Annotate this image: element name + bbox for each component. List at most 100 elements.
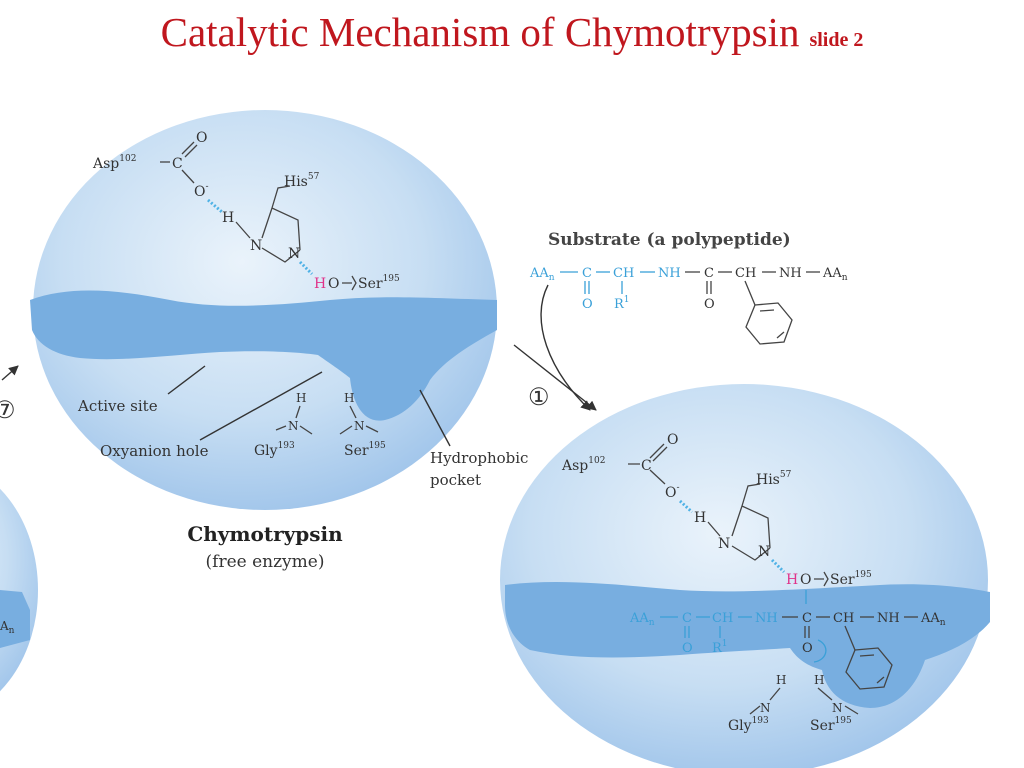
sub-co2-double [706, 281, 712, 294]
gly-nh-bond [295, 405, 301, 419]
b-asp-his-hbond [678, 499, 694, 514]
binding-groove-2 [505, 582, 990, 708]
b-phenyl-ring [845, 647, 893, 690]
his-label: His [284, 174, 308, 190]
b-chain-ch1: CH [712, 611, 733, 626]
gly-n: N [288, 419, 299, 433]
b-his-ser-hbond [770, 558, 786, 574]
b-chain-o1: O [682, 641, 693, 656]
enzyme-sphere-2 [500, 384, 988, 768]
left-step-number: ⑦ [0, 396, 16, 424]
step-number: ① [528, 383, 550, 411]
svg-text:His57: His57 [756, 470, 792, 488]
phenyl-ring [745, 302, 793, 345]
left-aa-sub: n [9, 626, 15, 636]
b-his-n2: N [758, 544, 770, 560]
b-chain-c2: C [802, 611, 812, 626]
ser2-h: H [344, 391, 354, 405]
ser-bond [342, 275, 357, 291]
substrate-curved-arrow [540, 284, 591, 411]
gly-label: Gly [254, 443, 278, 459]
co-single-bond [181, 169, 195, 184]
b-chain-co1 [684, 626, 690, 638]
svg-text:R1: R1 [712, 639, 728, 656]
hydrophobic-label-2: pocket [430, 471, 481, 489]
oxyanion-leader [199, 371, 323, 441]
b-chain-o2: O [802, 641, 813, 656]
ser-o: O [328, 276, 339, 292]
svg-text:AAn: AAn [822, 266, 848, 283]
b-chain-co2 [804, 626, 810, 638]
b-imidazole-ring [731, 483, 771, 561]
b-electron-arrow [813, 639, 827, 663]
b-his-sup: 57 [780, 470, 792, 480]
b-ser-bond [814, 571, 829, 587]
ser2-sup: 195 [369, 441, 386, 451]
b-gly-sup: 193 [752, 716, 769, 726]
b-ser2-label: Ser [810, 718, 835, 734]
ser-h-pink: H [314, 276, 326, 292]
hydrophobic-leader [419, 389, 451, 447]
b-hn-bond [707, 521, 721, 537]
slide-number: slide 2 [809, 29, 864, 51]
free-enzyme-sphere: Asp102 C O O- H N His57 N H O Ser195 H N… [30, 110, 497, 510]
title-text: Catalytic Mechanism of Chymotrypsin [160, 9, 800, 55]
b-gly-bonds [749, 687, 781, 715]
phenyl-inner [759, 309, 785, 339]
sub-nh: NH [658, 266, 681, 281]
enzyme-caption: (free enzyme) [206, 552, 325, 572]
b-his-h: H [694, 510, 706, 526]
b-chain-aa-m: AA [920, 611, 940, 626]
asp-label: Asp [92, 156, 119, 172]
sub-aa-m: AA [822, 266, 842, 281]
hydrophobic-label-1: Hydrophobic [430, 449, 528, 467]
left-sphere [0, 488, 38, 692]
his-ser-hbond [298, 260, 314, 276]
active-site-leader [167, 365, 206, 395]
his-n1: N [250, 238, 262, 254]
substrate-structure: Substrate (a polypeptide) AAn C CH NH C … [529, 230, 848, 345]
sub-aa-n-sub: n [549, 273, 555, 283]
svg-text:Ser195: Ser195 [358, 274, 400, 292]
svg-text:AAn: AAn [629, 611, 655, 628]
svg-text:AAn: AAn [529, 266, 555, 283]
svg-text:An: An [0, 619, 15, 636]
his-sup: 57 [308, 172, 320, 182]
enzyme-name: Chymotrypsin [187, 522, 343, 546]
svg-text:O-: O- [194, 182, 209, 200]
b-carboxyl-o: O [667, 432, 678, 448]
b-chain-nh2: NH [877, 611, 900, 626]
svg-text:Ser195: Ser195 [830, 570, 872, 588]
b-phenyl-inner [859, 654, 885, 684]
b-gly-n: N [760, 701, 771, 715]
b-chain-r1-sup: 1 [722, 639, 728, 649]
sub-aa-m-sub: n [842, 273, 848, 283]
co-double-bond [181, 141, 198, 158]
left-aa-fragment: A [0, 619, 9, 633]
sub-r1-sup: 1 [624, 295, 630, 305]
b-chain-nh: NH [755, 611, 778, 626]
ser2-nh-bond [349, 405, 357, 419]
reaction-step: ① [513, 284, 597, 411]
svg-text:Asp102: Asp102 [561, 456, 605, 474]
b-chain-ch2: CH [833, 611, 854, 626]
oxide-o: O [194, 184, 205, 200]
sub-co1-double [584, 281, 590, 294]
ser2-n: N [354, 419, 365, 433]
b-carboxyl-bonds [628, 443, 668, 485]
gly-h: H [296, 391, 306, 405]
svg-text:Gly193: Gly193 [728, 716, 769, 734]
left-arrow [1, 365, 19, 381]
b-ser-label: Ser [830, 572, 855, 588]
svg-text:R1: R1 [614, 295, 630, 312]
sub-r1: R [614, 297, 625, 312]
sub-o1: O [582, 297, 593, 312]
his-n2: N [288, 246, 300, 262]
b-ser2-h: H [814, 673, 824, 687]
b-chain-aa-n-sub: n [649, 618, 655, 628]
sub-nh2: NH [779, 266, 802, 281]
b-gly-label: Gly [728, 718, 752, 734]
svg-text:His57: His57 [284, 172, 320, 190]
sub-ch1: CH [613, 266, 634, 281]
